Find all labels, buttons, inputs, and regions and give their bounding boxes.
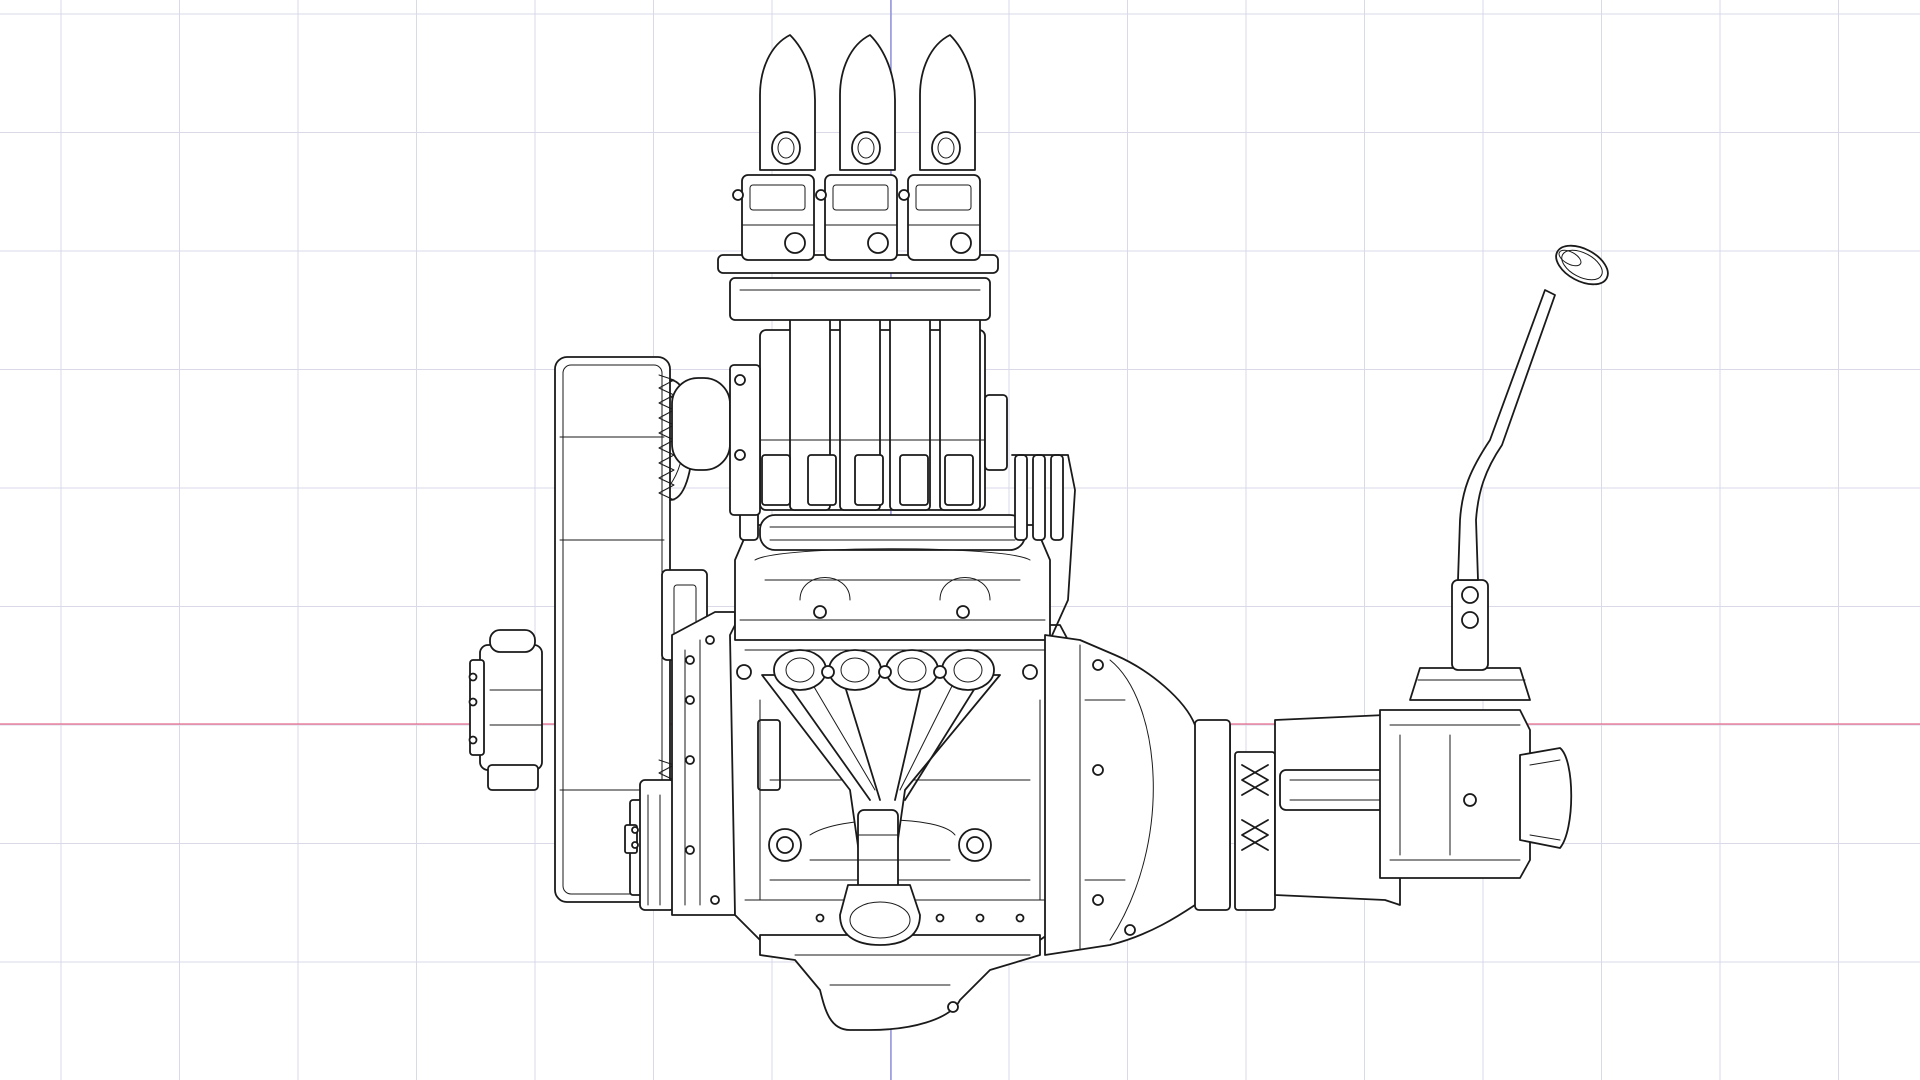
carburetor-base (717, 254, 999, 321)
carburetor-2 (815, 174, 898, 261)
spark-plug-wires (1011, 454, 1076, 641)
gear-shifter (1409, 244, 1609, 701)
timing-cover (671, 611, 736, 916)
intake-trumpet-2 (839, 34, 896, 171)
carburetors (732, 174, 981, 261)
valve-cover (734, 509, 1051, 641)
alternator (468, 629, 543, 791)
transmission (1194, 709, 1573, 911)
carburetor-1 (732, 174, 815, 261)
distributor (624, 779, 676, 911)
intake-trumpet-1 (759, 34, 816, 171)
carburetor-3 (898, 174, 981, 261)
engine-model[interactable] (468, 34, 1615, 1031)
intake-trumpet-3 (919, 34, 976, 171)
bellhousing (1044, 634, 1231, 956)
intake-trumpets (759, 34, 976, 171)
exhaust-headers (736, 649, 1038, 946)
intake-manifold (729, 314, 1008, 516)
oil-pan (759, 934, 1041, 1031)
belt-drive-pulley (554, 356, 731, 903)
